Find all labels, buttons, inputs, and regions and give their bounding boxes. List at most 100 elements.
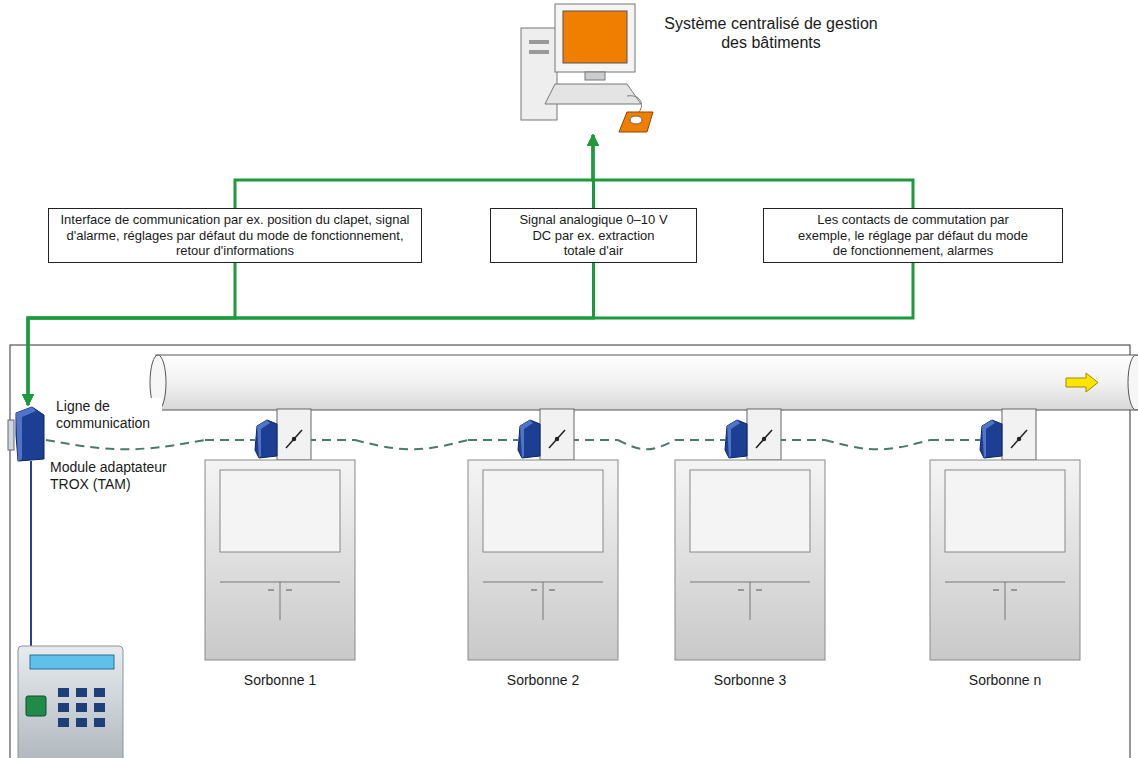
hood-drawing [930, 410, 1080, 660]
damper-actuator [518, 420, 540, 458]
panel-display [30, 655, 114, 669]
damper-axis [292, 437, 296, 441]
hood-drawing [468, 410, 618, 660]
hood-cabinet [675, 460, 825, 660]
monitor [555, 4, 635, 72]
actuator-highlight [520, 420, 533, 458]
damper-actuator [255, 420, 277, 458]
line-label: Ligne de communication [54, 398, 162, 432]
panel-button [94, 703, 105, 712]
monitor-screen [563, 11, 627, 63]
damper-blade [286, 430, 302, 448]
node-label: Système centralisé de gestion des bâtime… [655, 14, 887, 52]
damper-blade [1011, 430, 1027, 448]
door-handle [738, 590, 744, 591]
door-handle [531, 590, 537, 591]
box-text: Signal analogique 0–10 V DC par ex. extr… [519, 212, 669, 259]
branch-duct [277, 409, 311, 460]
damper-blade [549, 430, 565, 448]
node-label: Sorbonne 1 [205, 672, 355, 689]
panel-button [76, 718, 87, 727]
node-label: Sorbonne 2 [468, 672, 618, 689]
fume-hood: Sorbonne 2 [468, 410, 618, 660]
panel-button [58, 688, 69, 697]
damper-actuator [725, 420, 747, 458]
adapter-module: Module adaptateur TROX (TAM) [12, 405, 46, 461]
mouse [630, 116, 642, 124]
hood-sash [945, 470, 1065, 552]
exhaust-duct [156, 355, 1138, 410]
communication-line [46, 440, 205, 449]
door-handle [549, 590, 555, 591]
adapter-body [16, 407, 44, 461]
box-text: Interface de communication par ex. posit… [55, 212, 415, 259]
control-panel [18, 646, 123, 758]
damper-axis [762, 437, 766, 441]
panel-button [76, 703, 87, 712]
hood-cabinet [930, 460, 1080, 660]
wall-mount [8, 420, 14, 450]
comm-line-stub [468, 439, 518, 441]
damper-blade [756, 430, 772, 448]
door-handle [756, 590, 762, 591]
door-handle [1011, 590, 1017, 591]
drive-slot [529, 50, 549, 54]
door-handle [268, 590, 274, 591]
info-box: Signal analogique 0–10 V DC par ex. extr… [490, 208, 697, 263]
communication-line [825, 440, 930, 449]
computer-node: Système centralisé de gestion des bâtime… [515, 0, 655, 135]
panel-button [76, 688, 87, 697]
comm-line-stub [205, 439, 255, 441]
signal-line [28, 263, 913, 405]
hood-cabinet [468, 460, 618, 660]
hood-sash [690, 470, 810, 552]
monitor-stand [585, 72, 605, 80]
actuator-highlight [257, 420, 270, 458]
node-label: Sorbonne n [930, 672, 1080, 689]
node-label: Module adaptateur TROX (TAM) [50, 459, 180, 493]
mouse-pad [619, 112, 653, 132]
panel-button [58, 703, 69, 712]
signal-line [28, 263, 594, 405]
keyboard [545, 84, 641, 104]
branch-duct [1002, 409, 1036, 460]
mouse-cable [627, 96, 642, 112]
fume-hood: Sorbonne n [930, 410, 1080, 660]
fume-hood: Sorbonne 3 [675, 410, 825, 660]
signal-line [28, 263, 235, 405]
tam-drawing [12, 405, 46, 461]
pc-tower [521, 28, 557, 120]
damper-axis [555, 437, 559, 441]
info-box: Interface de communication par ex. posit… [48, 208, 422, 263]
panel-button [58, 718, 69, 727]
hood-drawing [675, 410, 825, 660]
door-handle [286, 590, 292, 591]
node-label: Sorbonne 3 [675, 672, 825, 689]
cabinet-split [543, 582, 544, 620]
communication-line [355, 440, 468, 449]
hood-sash [220, 470, 340, 552]
panel-button [94, 718, 105, 727]
damper-actuator [980, 420, 1002, 458]
control-cable [30, 461, 32, 646]
hood-sash [483, 470, 603, 552]
cabinet-split [750, 582, 751, 620]
signal-line [235, 135, 593, 208]
hood-cabinet [205, 460, 355, 660]
comm-line-stub [930, 439, 980, 441]
actuator-highlight [727, 420, 740, 458]
cabinet-split [1005, 582, 1006, 620]
branch-duct [540, 409, 574, 460]
duct-end [1128, 355, 1138, 410]
fume-hood: Sorbonne 1 [205, 410, 355, 660]
hood-drawing [205, 410, 355, 660]
cabinet-split [280, 582, 281, 620]
panel-button [94, 688, 105, 697]
damper-axis [1017, 437, 1021, 441]
box-text: Les contacts de commutation par exemple,… [793, 212, 1033, 259]
communication-line [618, 440, 675, 449]
door-handle [993, 590, 999, 591]
adapter-highlight [16, 407, 36, 461]
flow-arrow [1066, 373, 1098, 392]
